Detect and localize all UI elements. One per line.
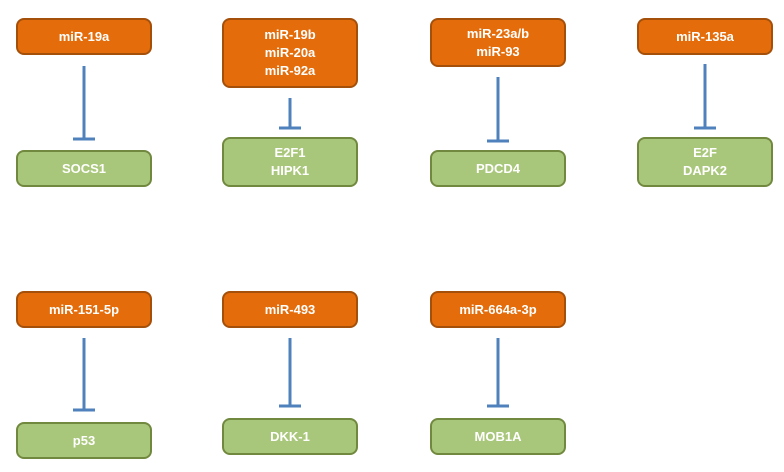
- mirna-label: miR-664a-3p: [459, 301, 537, 317]
- mirna-label: miR-20a: [264, 45, 316, 60]
- target-box-7: MOB1A: [430, 418, 566, 455]
- mirna-label: miR-92a: [264, 63, 316, 78]
- mirna-label: miR-493: [264, 301, 316, 317]
- target-label: E2F1: [274, 145, 306, 160]
- mirna-label: miR-23a/b: [466, 25, 530, 41]
- inhibition-arrow-2: [279, 98, 301, 130]
- target-box-2: E2F1 HIPK1: [222, 137, 358, 187]
- target-label: DKK-1: [270, 428, 310, 444]
- target-label: MOB1A: [474, 428, 522, 444]
- inhibition-arrow-1: [73, 66, 95, 141]
- target-label: HIPK1: [270, 163, 310, 178]
- mirna-label: miR-135a: [676, 28, 734, 44]
- target-box-1: SOCS1: [16, 150, 152, 187]
- mirna-label: miR-151-5p: [48, 301, 120, 317]
- mirna-label: miR-19a: [58, 28, 110, 44]
- inhibition-arrow-3: [487, 77, 509, 143]
- target-box-4: E2F DAPK2: [637, 137, 773, 187]
- target-label: p53: [72, 432, 96, 448]
- mirna-box-6: miR-493: [222, 291, 358, 328]
- inhibition-arrow-4: [694, 64, 716, 130]
- mirna-box-1: miR-19a: [16, 18, 152, 55]
- mirna-box-7: miR-664a-3p: [430, 291, 566, 328]
- inhibition-arrow-6: [279, 338, 301, 408]
- target-label: DAPK2: [682, 163, 728, 178]
- inhibition-arrow-7: [487, 338, 509, 408]
- target-box-6: DKK-1: [222, 418, 358, 455]
- mirna-label: miR-19b: [264, 27, 316, 42]
- mirna-box-2: miR-19b miR-20a miR-92a: [222, 18, 358, 88]
- mirna-box-3: miR-23a/b miR-93: [430, 18, 566, 67]
- target-box-3: PDCD4: [430, 150, 566, 187]
- mirna-box-4: miR-135a: [637, 18, 773, 55]
- target-label: PDCD4: [475, 160, 521, 176]
- mirna-box-5: miR-151-5p: [16, 291, 152, 328]
- target-label: E2F: [693, 145, 717, 160]
- inhibition-arrow-5: [73, 338, 95, 412]
- target-box-5: p53: [16, 422, 152, 459]
- mirna-label: miR-93: [476, 43, 520, 59]
- target-label: SOCS1: [61, 160, 107, 176]
